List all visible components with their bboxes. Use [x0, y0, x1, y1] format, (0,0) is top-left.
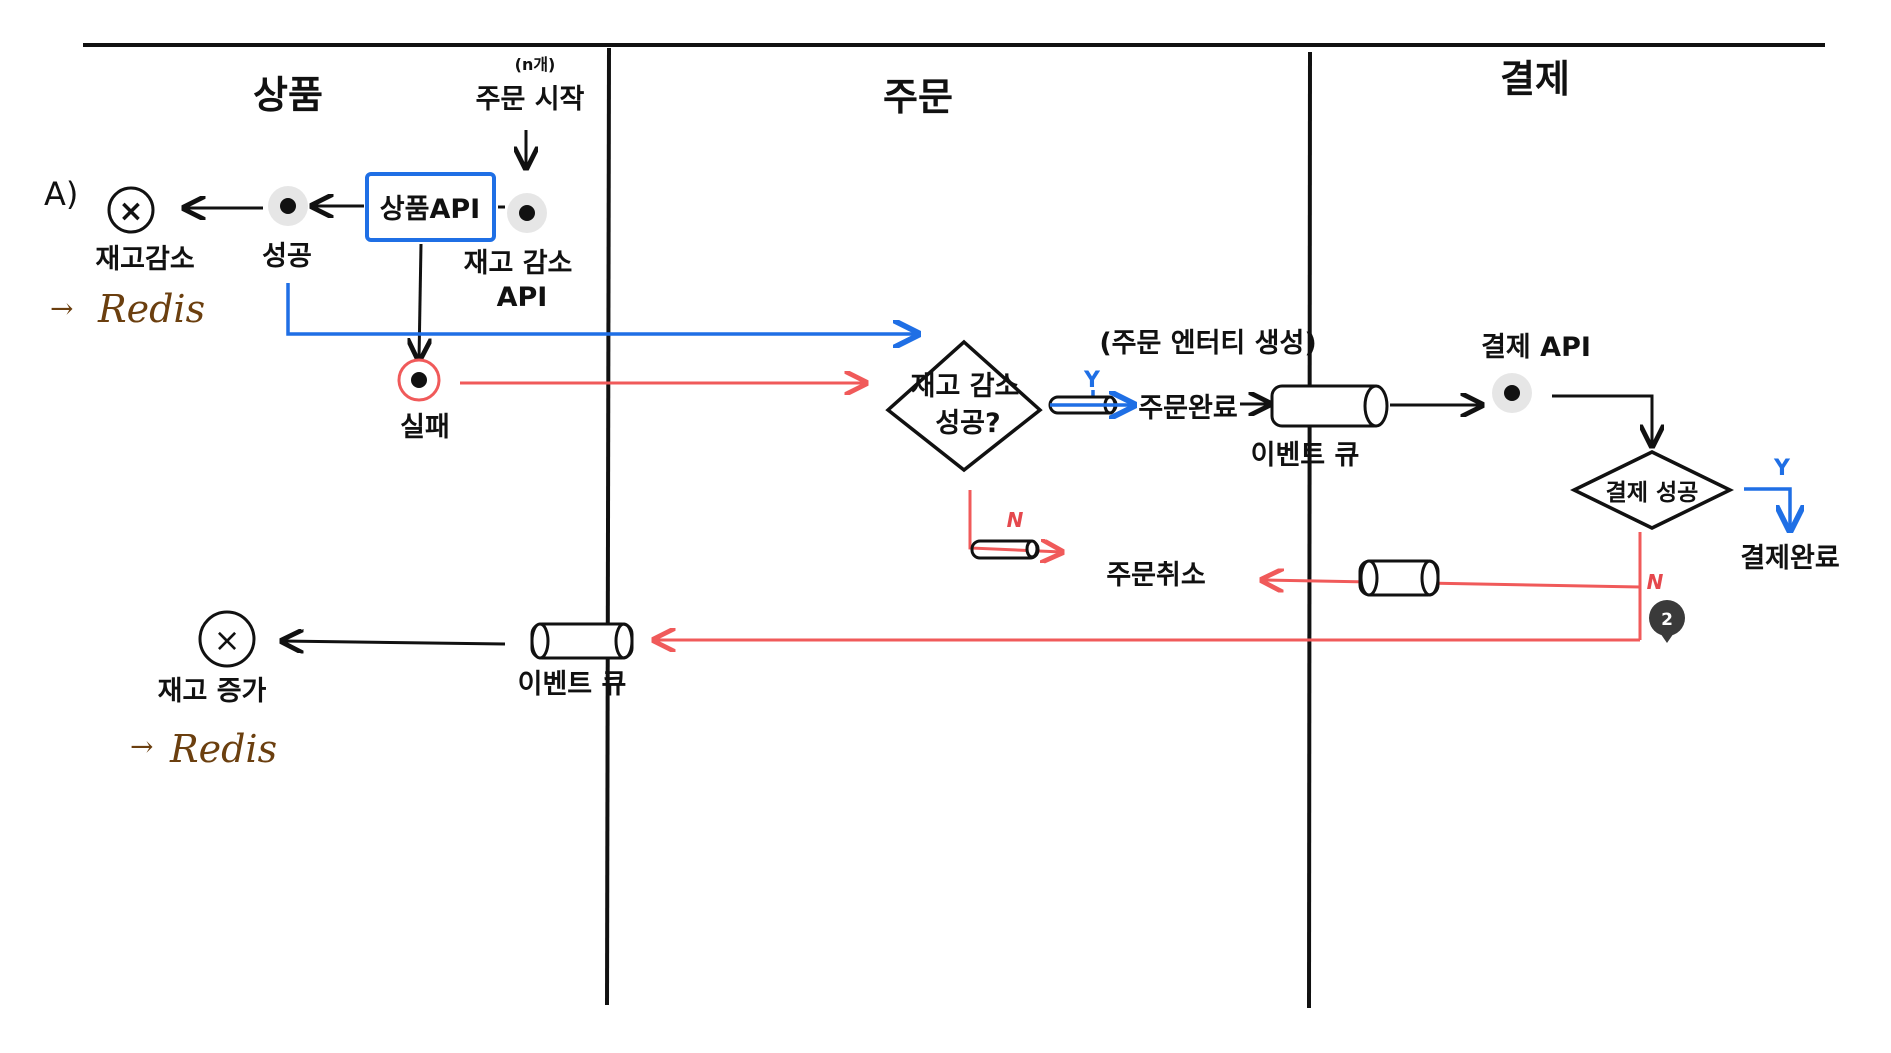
- stock-decrease-api-label-2: API: [497, 282, 548, 313]
- redis-arrow-top: →: [50, 292, 73, 325]
- order-start-label: 주문 시작: [476, 84, 585, 115]
- product-api-box: 상품API: [365, 172, 496, 242]
- section-label: A): [44, 175, 78, 213]
- stock-increase-final-node: ×: [198, 610, 256, 668]
- payment-api-label: 결제 API: [1481, 332, 1591, 363]
- product-api-label: 상품API: [380, 194, 480, 225]
- redis-arrow-bottom: →: [130, 730, 153, 763]
- comment-badge[interactable]: 2: [1649, 600, 1685, 643]
- payment-no-to-cancel-arrow: [1262, 580, 1641, 587]
- success-node: [268, 186, 308, 226]
- order-complete-label: 주문완료: [1138, 393, 1237, 424]
- payment-no-flag: N: [1647, 570, 1664, 594]
- product-event-queue-label: 이벤트 큐: [518, 669, 627, 700]
- lane-title-order: 주문: [883, 75, 953, 119]
- entity-note: (주문 엔터티 생성): [1099, 328, 1316, 359]
- stock-decrease-final-label: 재고감소: [95, 244, 194, 275]
- api-to-fail-arrow: [419, 243, 421, 360]
- stock-decrease-final-node: ×: [107, 186, 155, 234]
- product-event-queue-cylinder: [530, 622, 634, 660]
- payment-api-node: [1492, 373, 1532, 413]
- comment-badge-count: 2: [1661, 610, 1673, 630]
- redis-top: Redis: [97, 287, 205, 331]
- order-event-queue-cylinder: [1270, 384, 1389, 428]
- order-cancel-label: 주문취소: [1106, 560, 1205, 591]
- payment-api-to-decision-arrow: [1552, 394, 1652, 446]
- start-note: (n개): [515, 55, 556, 74]
- decision-label-2: 성공?: [935, 408, 1000, 439]
- stock-decision-diamond: [885, 339, 1043, 473]
- fail-label: 실패: [400, 412, 450, 443]
- queue-to-stock-increase-arrow: [282, 641, 506, 644]
- payment-decision-label: 결제 성공: [1606, 480, 1699, 506]
- success-label: 성공: [262, 241, 312, 272]
- payment-decision-diamond: [1570, 450, 1734, 530]
- fail-node: [397, 358, 441, 402]
- payment-cancel-pipe: [1358, 559, 1440, 597]
- svg-text:×: ×: [214, 621, 241, 659]
- order-event-queue-label: 이벤트 큐: [1251, 440, 1360, 471]
- start-node: [507, 193, 547, 233]
- decision-yes-flag: Y: [1083, 368, 1101, 393]
- stock-increase-final-label: 재고 증가: [158, 676, 267, 707]
- payment-yes-flag: Y: [1773, 456, 1791, 481]
- decision-no-flag: N: [1007, 508, 1024, 532]
- lane-title-payment: 결제: [1500, 57, 1570, 101]
- payment-yes-arrow: [1744, 487, 1790, 530]
- success-to-decision-arrow: [286, 283, 918, 334]
- lane-divider-product-order: [605, 47, 611, 1006]
- payment-complete-label: 결제완료: [1740, 543, 1839, 574]
- order-no-pipe: [970, 539, 1040, 560]
- lane-title-product: 상품: [253, 73, 323, 117]
- redis-bottom: Redis: [169, 727, 277, 771]
- stock-decrease-api-label: 재고 감소: [464, 248, 573, 279]
- lane-divider-order-payment: [1307, 51, 1312, 1009]
- svg-text:×: ×: [118, 194, 143, 229]
- decision-label-1: 재고 감소: [911, 371, 1020, 402]
